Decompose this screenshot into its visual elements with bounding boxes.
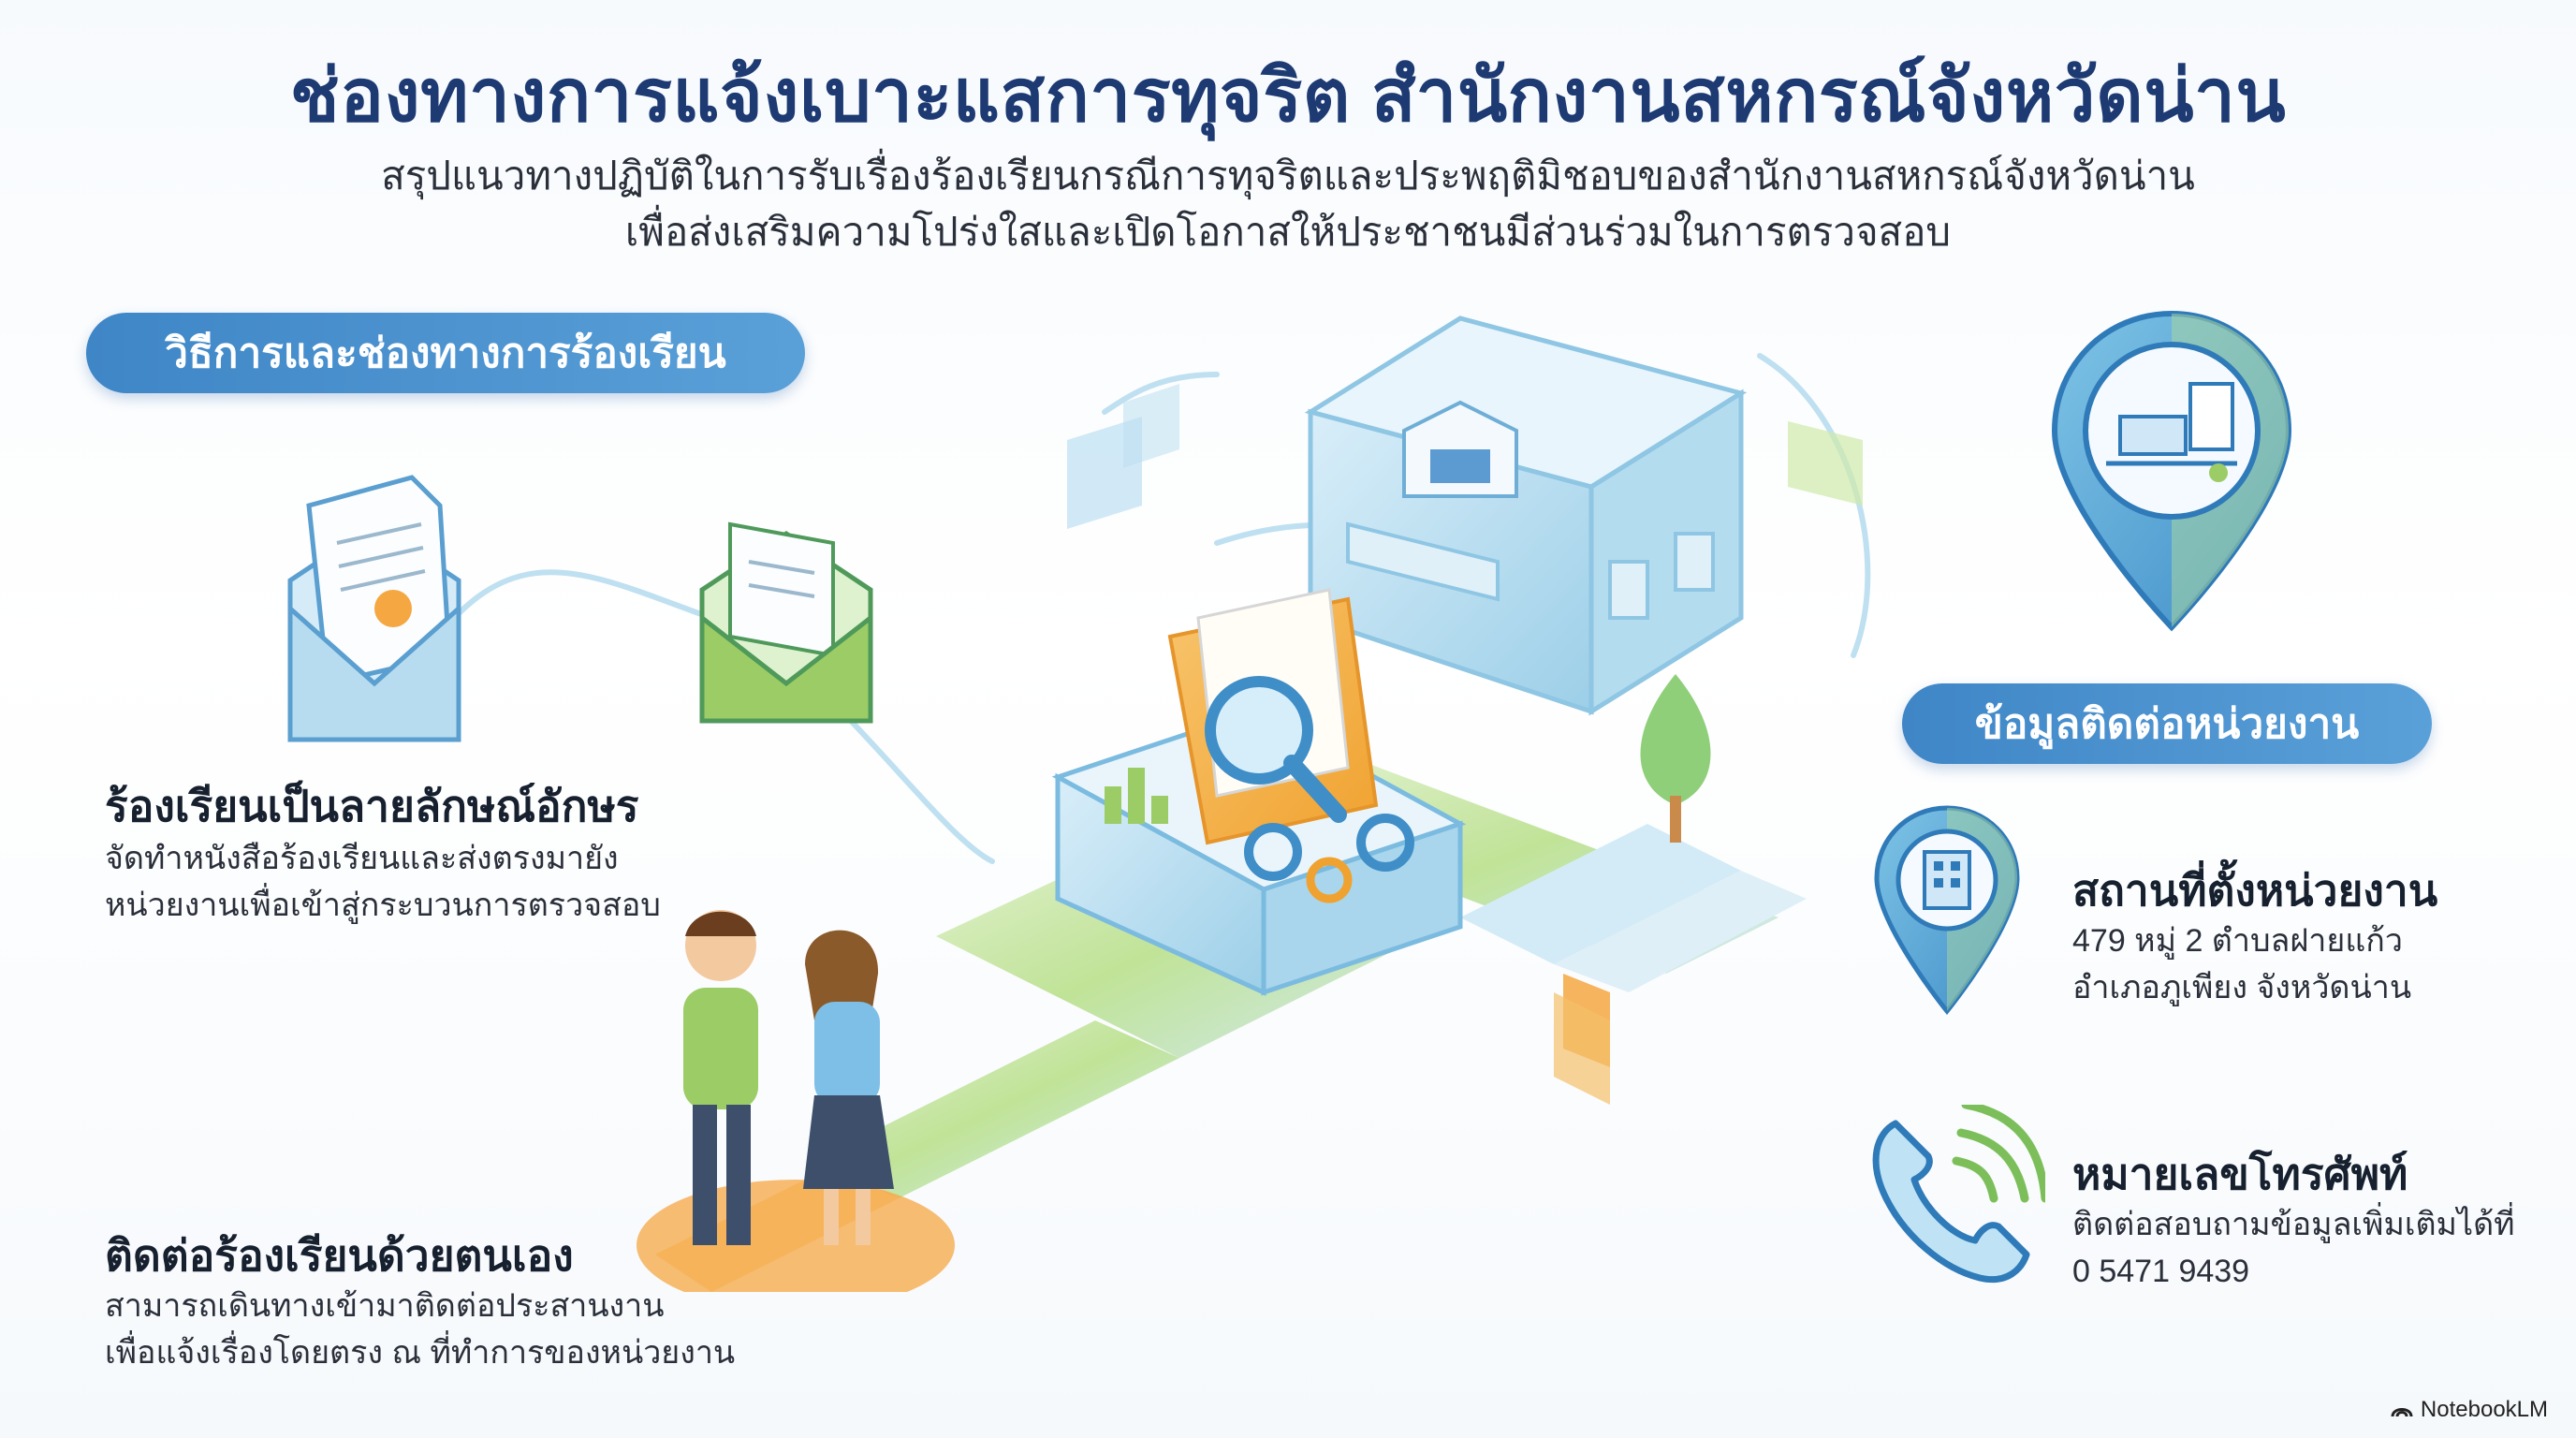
location-heading: สถานที่ตั้งหน่วยงาน <box>2072 866 2438 915</box>
location-address: 479 หมู่ 2 ตำบลฝายแก้ว อำเภอภูเพียง จังห… <box>2072 917 2411 1011</box>
phone-icon <box>1872 1105 2045 1283</box>
written-line-1: จัดทำหนังสือร้องเรียนและส่งตรงมายัง <box>105 841 619 876</box>
contact-section-label: ข้อมูลติดต่อหน่วยงาน <box>1902 683 2432 764</box>
tree-icon <box>1640 674 1711 843</box>
notebooklm-logo-icon <box>2391 1408 2413 1417</box>
written-line-2: หน่วยงานเพื่อเข้าสู่กระบวนการตรวจสอบ <box>105 888 661 923</box>
floating-cards <box>1067 384 1863 1105</box>
in-person-line-2: เพื่อแจ้งเรื่องโดยตรง ณ ที่ทำการของหน่วย… <box>105 1335 736 1371</box>
archive-desk <box>1051 588 1467 996</box>
location-pin-icon <box>1874 805 2020 1015</box>
phone-details: ติดต่อสอบถามข้อมูลเพิ่มเติมได้ที่ 0 5471… <box>2072 1201 2515 1295</box>
phone-heading: หมายเลขโทรศัพท์ <box>2072 1150 2408 1198</box>
subtitle-line-1: สรุปแนวทางปฏิบัติในการรับเรื่องร้องเรียน… <box>381 154 2195 198</box>
people-illustration <box>637 910 955 1292</box>
address-line-1: 479 หมู่ 2 ตำบลฝายแก้ว <box>2072 923 2403 959</box>
office-location-pin-icon <box>2051 310 2292 632</box>
address-line-2: อำเภอภูเพียง จังหวัดน่าน <box>2072 970 2412 1005</box>
page-subtitle: สรุปแนวทางปฏิบัติในการรับเรื่องร้องเรียน… <box>0 148 2576 260</box>
brand-watermark: NotebookLM <box>2391 1397 2548 1423</box>
written-complaint-description: จัดทำหนังสือร้องเรียนและส่งตรงมายัง หน่ว… <box>105 835 661 929</box>
page-title: ช่องทางการแจ้งเบาะแสการทุจริต สำนักงานสห… <box>289 54 2287 137</box>
phone-line-1: ติดต่อสอบถามข้อมูลเพิ่มเติมได้ที่ <box>2072 1207 2515 1242</box>
methods-section-label: วิธีการและช่องทางการร้องเรียน <box>86 313 805 393</box>
in-person-heading: ติดต่อร้องเรียนด้วยตนเอง <box>105 1231 574 1280</box>
mail-envelope-icon <box>699 521 873 724</box>
building <box>1304 315 1748 716</box>
phone-number: 0 5471 9439 <box>2072 1254 2250 1289</box>
subtitle-line-2: เพื่อส่งเสริมความโปร่งใสและเปิดโอกาสให้ป… <box>624 210 1952 254</box>
in-person-line-1: สามารถเดินทางเข้ามาติดต่อประสานงาน <box>105 1288 665 1324</box>
written-complaint-heading: ร้องเรียนเป็นลายลักษณ์อักษร <box>105 782 639 830</box>
letter-envelope-icon <box>287 475 461 742</box>
brand-label: NotebookLM <box>2420 1397 2548 1422</box>
in-person-description: สามารถเดินทางเข้ามาติดต่อประสานงาน เพื่อ… <box>105 1283 735 1376</box>
